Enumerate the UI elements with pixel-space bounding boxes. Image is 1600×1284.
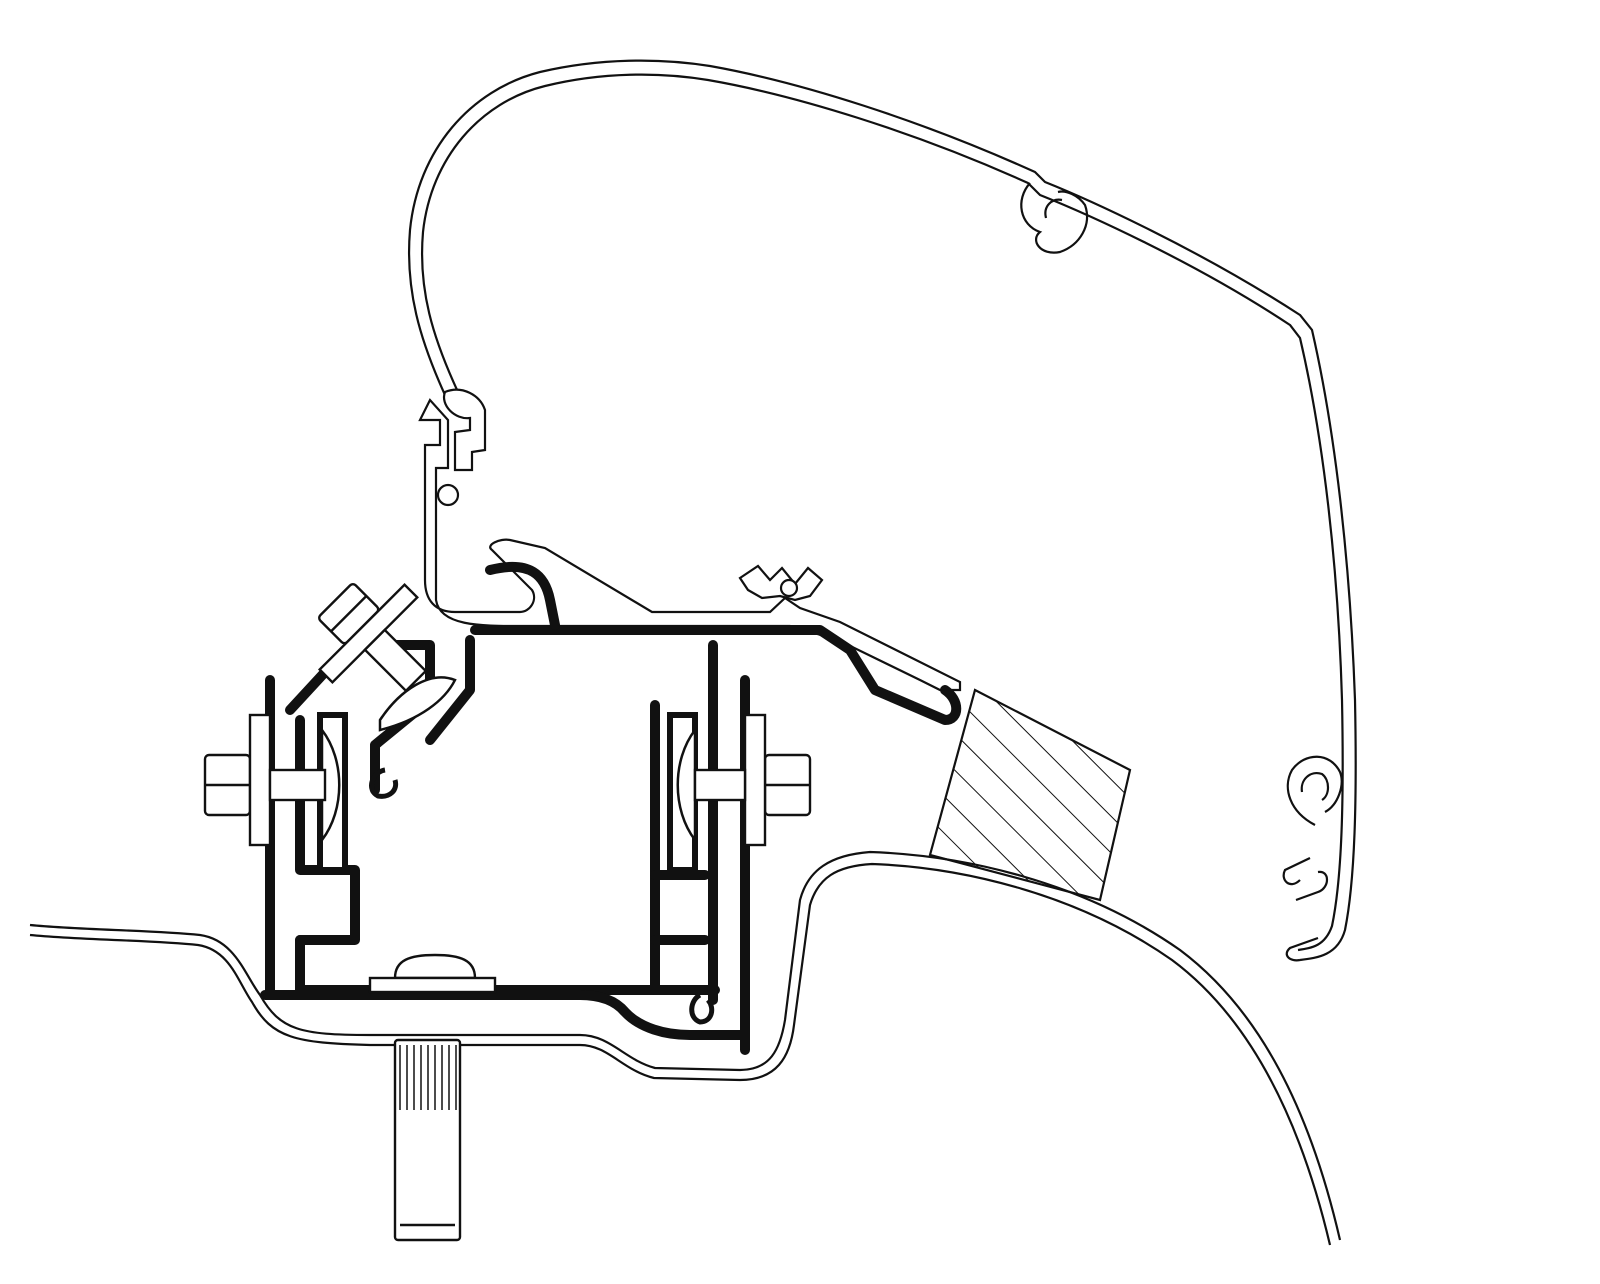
awning-case-profile <box>407 59 1357 962</box>
left-bolt <box>203 713 327 847</box>
adapter-bracket-profile <box>260 561 962 1055</box>
small-clips <box>369 767 715 1025</box>
hatched-spacer-block <box>928 688 1132 902</box>
clamp-wedges <box>320 676 697 844</box>
bolt-nut-assemblies <box>203 582 812 847</box>
wall-rail-profile <box>418 388 962 692</box>
right-bolt <box>693 713 812 847</box>
roof-stud-bolt <box>368 953 497 1242</box>
angled-bolt <box>317 582 428 693</box>
vehicle-roof-panel <box>29 850 1342 1246</box>
